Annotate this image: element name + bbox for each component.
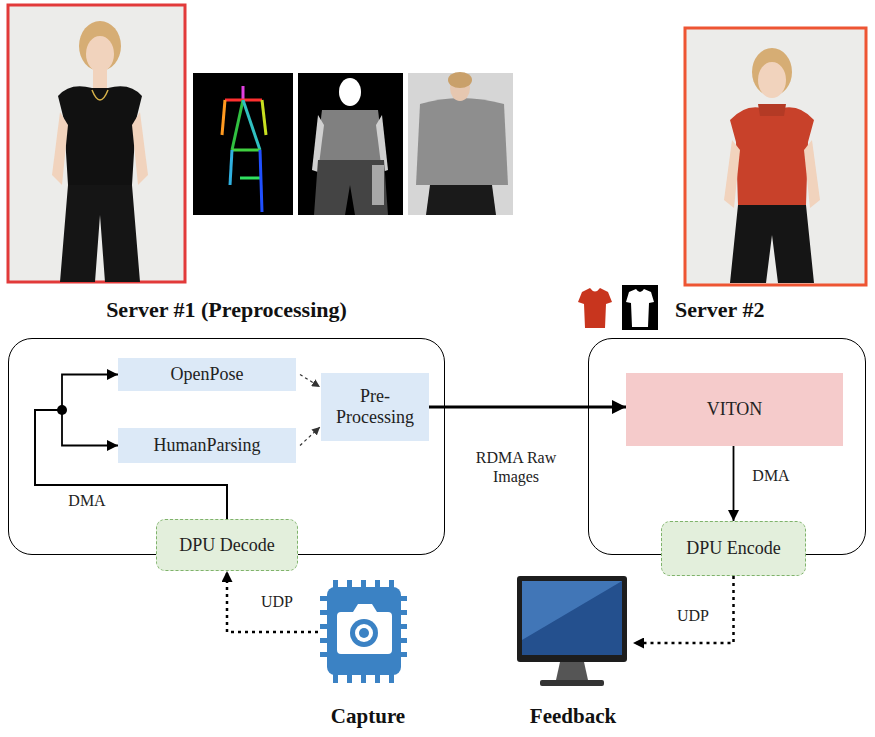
monitor-icon	[517, 576, 627, 686]
dpu-box: DPU Encode	[661, 521, 806, 576]
camera-chip-icon	[350, 619, 378, 647]
junction-dot	[57, 405, 67, 415]
server-box: Server #1 (Preprocessing)OpenPoseHumanPa…	[8, 338, 445, 555]
person-photo	[79, 21, 121, 71]
node-label: Feedback	[530, 704, 616, 730]
process-box: HumanParsing	[118, 428, 296, 463]
connector	[227, 571, 318, 632]
result-photo	[685, 28, 866, 285]
edge-label: UDP	[252, 592, 302, 611]
person-photo	[52, 112, 68, 185]
result-photo	[685, 28, 866, 285]
parsing-map	[298, 73, 403, 215]
monitor-icon	[522, 581, 622, 655]
masked-image	[408, 73, 513, 215]
server-title: Server #2	[675, 297, 764, 322]
person-photo	[60, 185, 140, 282]
edge-label: RDMA Raw Images	[466, 448, 566, 486]
connector	[300, 427, 320, 446]
masked-image	[408, 72, 513, 215]
pose-map	[193, 73, 293, 215]
person-photo	[93, 68, 107, 90]
monitor-icon	[522, 581, 622, 640]
parsing-map	[372, 165, 384, 205]
connector	[300, 375, 320, 388]
node-label: VITON	[707, 399, 763, 420]
parsing-map	[316, 110, 384, 160]
cloth-icon	[578, 288, 612, 328]
monitor-icon	[540, 680, 604, 686]
pose-map	[240, 177, 260, 180]
feedback-display: Feedback	[513, 572, 633, 730]
server-title: Server #1 (Preprocessing)	[9, 297, 444, 322]
node-label: DPU Decode	[179, 535, 274, 556]
camera-chip-icon	[355, 624, 373, 642]
dpu-box: DPU Decode	[156, 519, 298, 571]
parsing-map	[339, 78, 361, 106]
person-photo	[132, 112, 148, 185]
masked-image	[448, 72, 472, 88]
pose-map	[222, 100, 225, 135]
cloth-icon	[626, 289, 654, 327]
edge-label: UDP	[668, 606, 718, 625]
result-photo	[724, 140, 740, 208]
pose-map	[260, 150, 262, 212]
pose-map	[230, 150, 232, 185]
pose-map	[243, 100, 260, 150]
pose-map	[242, 86, 245, 100]
parsing-map	[298, 73, 403, 215]
process-box: OpenPose	[118, 358, 296, 391]
camera-chip-icon	[327, 587, 401, 675]
camera-chip-icon	[337, 604, 392, 654]
person-photo	[58, 86, 142, 185]
connector	[35, 410, 227, 519]
person-photo	[8, 5, 185, 282]
cloth-icon	[622, 285, 658, 330]
masked-image	[416, 98, 508, 185]
model-box: VITON	[626, 373, 843, 446]
server-box: Server #2VITONDPU Encode	[588, 338, 866, 555]
result-photo	[804, 140, 820, 208]
capture-device: Capture	[318, 578, 418, 730]
person-photo	[8, 5, 185, 282]
node-label: Capture	[331, 704, 405, 730]
camera-chip-icon	[320, 580, 407, 683]
node-label: DPU Encode	[686, 538, 780, 559]
result-photo	[730, 107, 814, 205]
pose-map	[193, 73, 293, 215]
person-photo	[86, 36, 114, 72]
monitor-icon	[517, 576, 627, 662]
parsing-map	[314, 160, 388, 215]
edge-label: DMA	[744, 466, 798, 485]
person-photo	[92, 90, 108, 100]
result-photo	[758, 62, 786, 98]
cloth-icon	[578, 285, 658, 330]
connector	[429, 406, 626, 409]
node-label: HumanParsing	[154, 435, 261, 456]
pose-map	[232, 149, 260, 152]
result-photo	[758, 104, 786, 116]
camera-chip-icon	[359, 628, 369, 638]
result-photo	[730, 205, 814, 283]
monitor-icon	[556, 662, 588, 680]
camera-chip-icon	[320, 580, 407, 683]
edge-label: DMA	[60, 491, 114, 510]
pose-map	[262, 100, 266, 135]
pose-map	[232, 100, 243, 150]
connector	[733, 446, 735, 521]
masked-image	[426, 185, 496, 215]
process-box: Pre- Processing	[321, 373, 429, 441]
node-label: Pre- Processing	[329, 386, 421, 427]
node-label: OpenPose	[171, 364, 244, 385]
connector	[633, 576, 734, 643]
